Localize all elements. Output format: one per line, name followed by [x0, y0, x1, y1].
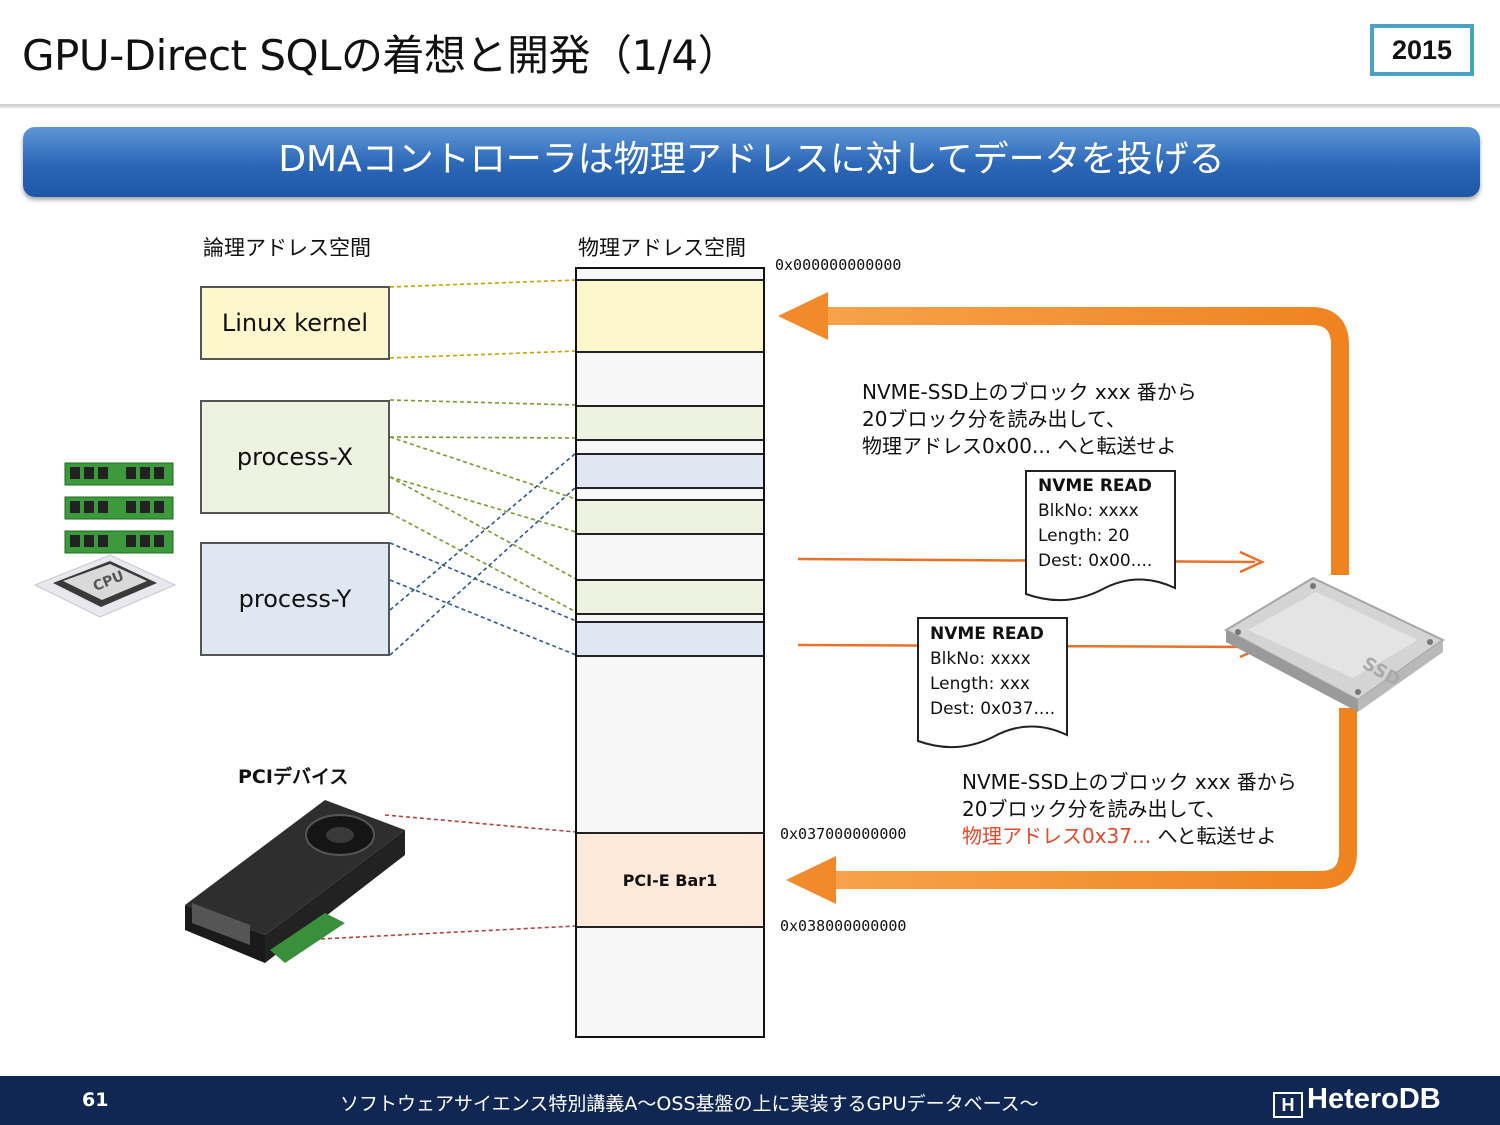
procx-map-line: [389, 399, 577, 406]
note-bottom-line: 物理アドレス0x37... へと転送せよ: [962, 823, 1297, 850]
procy-map-line: [389, 452, 577, 611]
dma-arrow-bottom: [826, 708, 1357, 889]
procx-map-line: [389, 436, 577, 500]
cmd2-document-shape: [917, 617, 1068, 749]
procy-map-line: [389, 542, 577, 622]
address-bar-end: 0x038000000000: [780, 917, 907, 935]
cmd-line: BlkNo: xxxx: [1038, 501, 1139, 521]
address-bar-start: 0x037000000000: [780, 825, 907, 843]
logical-block-process-y: process-Y: [200, 542, 390, 656]
logical-block-kernel: Linux kernel: [200, 286, 390, 360]
logo-text: HeteroDB: [1307, 1083, 1441, 1115]
note-top-line: NVME-SSD上のブロック xxx 番から: [862, 380, 1197, 404]
note-bottom-line: 20ブロック分を読み出して、: [962, 797, 1226, 821]
procx-map-line: [389, 476, 577, 533]
procx-map-line: [389, 476, 577, 580]
cmd-line: Length: 20: [1038, 526, 1130, 546]
note-top: NVME-SSD上のブロック xxx 番から 20ブロック分を読み出して、 物理…: [862, 379, 1197, 460]
cmd1-arrow-head: [1239, 550, 1266, 574]
dma-arrow-top-head: [778, 292, 828, 340]
cmd-line: Length: xxx: [930, 674, 1030, 694]
procy-map-line: [389, 579, 577, 656]
kernel-map-line: [389, 350, 577, 359]
phys-seg-procy: [577, 453, 763, 489]
phys-seg-procx: [577, 579, 763, 615]
nvme-read-cmd-1: NVME READ BlkNo: xxxx Length: 20 Dest: 0…: [1028, 474, 1174, 574]
phys-seg-kernel: [577, 279, 763, 353]
nvme-read-cmd-2: NVME READ BlkNo: xxxx Length: xxx Dest: …: [920, 622, 1066, 722]
title-divider: [0, 104, 1500, 108]
dma-arrow-bottom-head: [786, 856, 836, 904]
year-badge: 2015: [1370, 24, 1474, 76]
headline-banner: DMAコントローラは物理アドレスに対してデータを投げる: [23, 127, 1480, 197]
footer-bar: [0, 1076, 1500, 1125]
page-title: GPU-Direct SQLの着想と開発（1/4）: [22, 31, 740, 80]
note-bottom-highlight: 物理アドレス0x37...: [962, 824, 1152, 848]
cpu-ram-icon: CPU: [33, 462, 177, 618]
physical-space-label: 物理アドレス空間: [578, 236, 746, 260]
cmd-title: NVME READ: [930, 624, 1044, 644]
cmd1-document-shape: [1025, 470, 1176, 602]
kernel-map-line: [389, 279, 577, 288]
phys-seg-procy: [577, 621, 763, 657]
note-bottom-line: NVME-SSD上のブロック xxx 番から: [962, 770, 1297, 794]
cmd-title: NVME READ: [1038, 476, 1152, 496]
note-bottom-rest: へと転送せよ: [1151, 824, 1277, 848]
cmd-line: Dest: 0x00....: [1038, 551, 1153, 571]
cmd-line: Dest: 0x037....: [930, 699, 1056, 719]
dma-arrow-top: [818, 307, 1349, 575]
procx-map-line: [389, 436, 577, 439]
pci-device-label: PCIデバイス: [238, 766, 349, 788]
physical-memory-column: PCI-E Bar1: [575, 267, 765, 1038]
phys-seg-pci-bar: PCI-E Bar1: [577, 832, 763, 928]
phys-seg-procx: [577, 405, 763, 441]
pci-map-line: [384, 814, 577, 833]
phys-seg-procx: [577, 499, 763, 535]
note-top-line: 物理アドレス0x00... へと転送せよ: [862, 434, 1177, 458]
ssd-icon: SSD: [1223, 576, 1445, 712]
address-top: 0x000000000000: [775, 256, 902, 274]
logical-block-process-x: process-X: [200, 400, 390, 514]
gpu-card-icon: [185, 800, 405, 963]
note-bottom: NVME-SSD上のブロック xxx 番から 20ブロック分を読み出して、 物理…: [962, 769, 1297, 850]
page-number: 61: [82, 1089, 109, 1111]
logical-space-label: 論理アドレス空間: [203, 236, 371, 260]
footer-course-title: ソフトウェアサイエンス特別講義A～OSS基盤の上に実装するGPUデータベース～: [340, 1093, 1039, 1115]
note-top-line: 20ブロック分を読み出して、: [862, 407, 1126, 431]
logo-mark-icon: H: [1273, 1092, 1303, 1118]
procx-map-line: [389, 512, 577, 613]
cmd-line: BlkNo: xxxx: [930, 649, 1031, 669]
